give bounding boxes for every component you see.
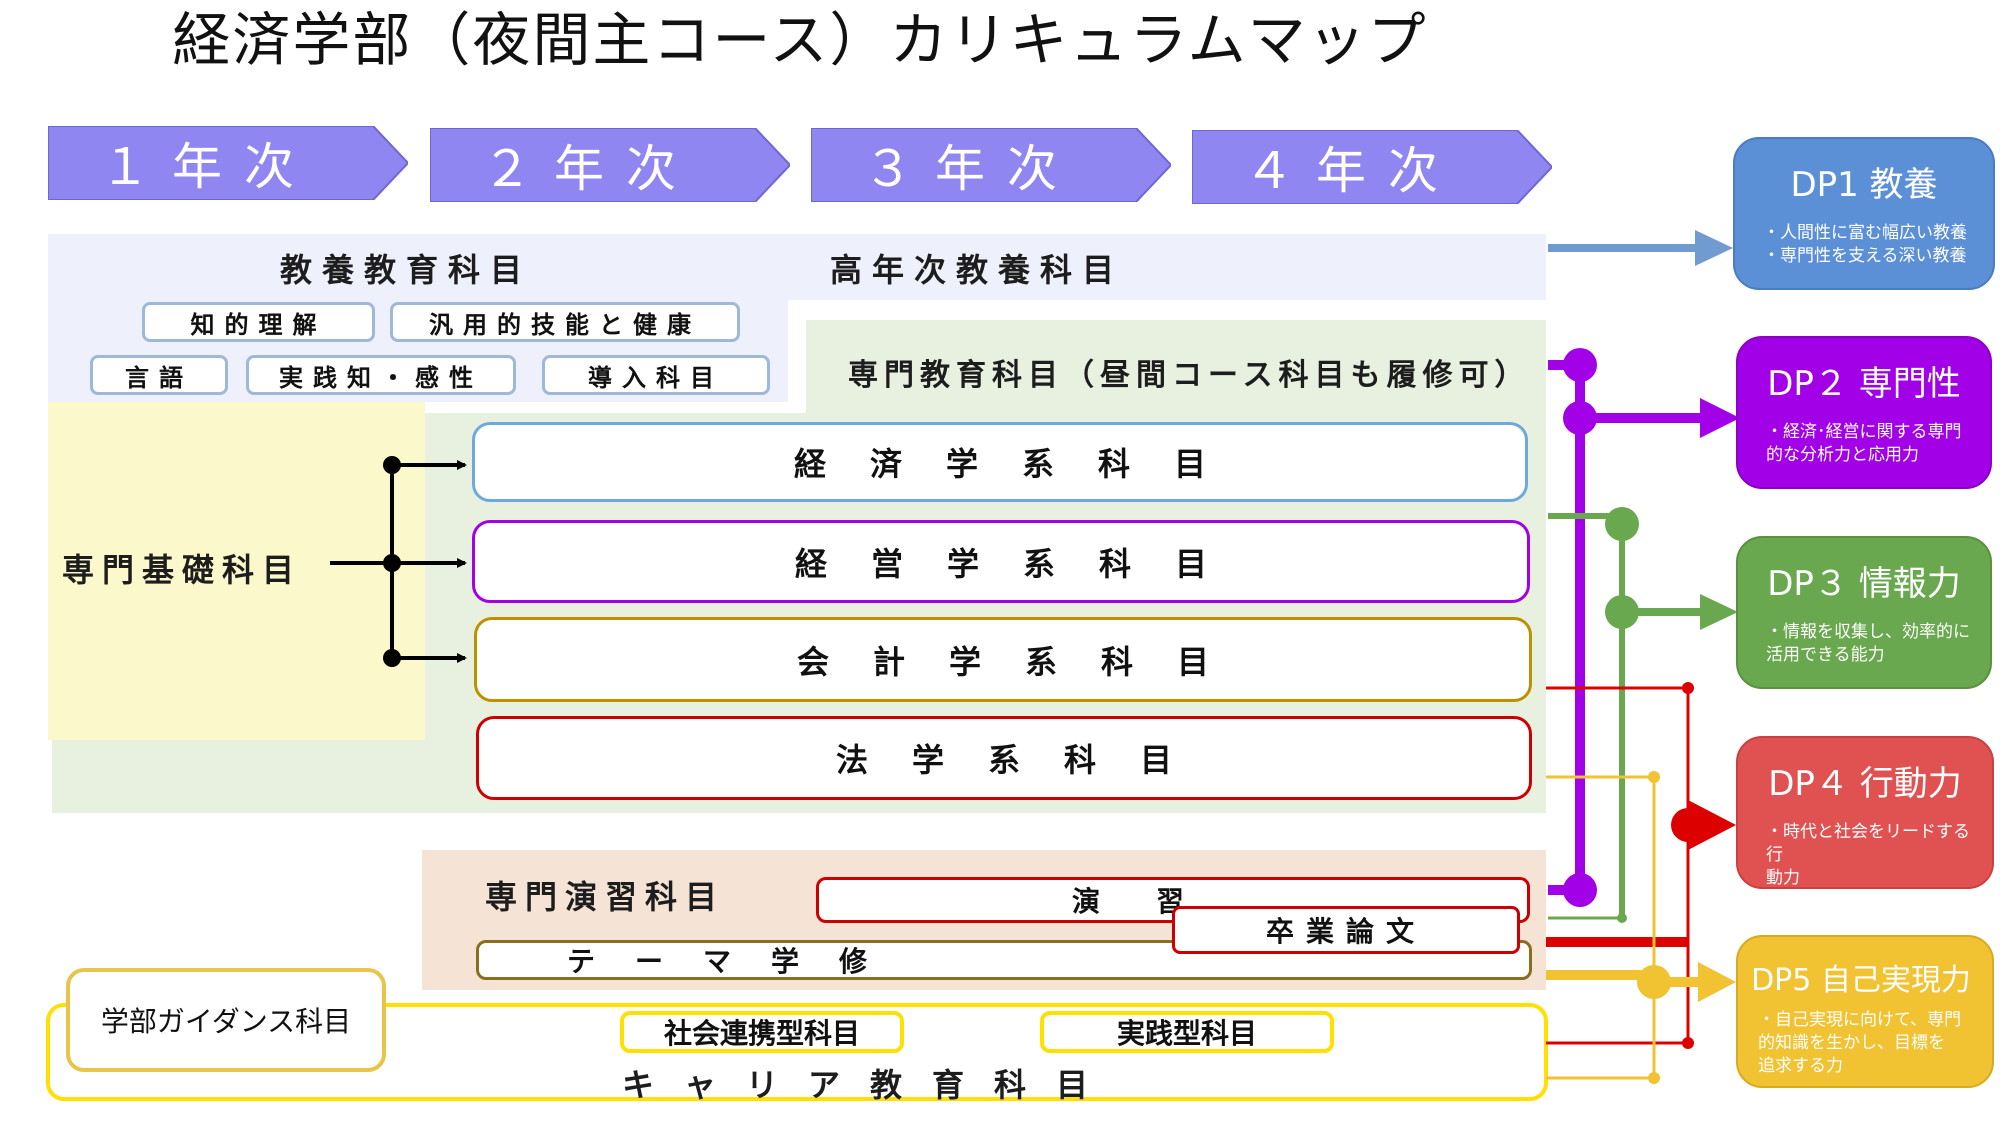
year-label: ４年次 xyxy=(1244,142,1460,200)
subject-law: 法学系科目 xyxy=(476,716,1532,800)
dp1-desc: ・人間性に富む幅広い教養 ・専門性を支える深い教養 xyxy=(1763,223,1967,266)
liberal-item-skills-health: 汎用的技能と健康 xyxy=(390,302,740,342)
liberal-item-language: 言語 xyxy=(90,355,228,395)
dp1-box: DP1 教養 ・人間性に富む幅広い教養 ・専門性を支える深い教養 xyxy=(1733,137,1995,290)
chevron-arrow-icon xyxy=(1192,130,1552,204)
dp3-box: DP３ 情報力 ・情報を収集し、効率的に 活用できる能力 xyxy=(1736,536,1992,689)
chevron-arrow-icon xyxy=(430,128,790,202)
specialized-heading: 専門教育科目（昼間コース科目も履修可） xyxy=(848,358,1531,393)
specialized-region-bottom xyxy=(52,740,425,813)
year-label: ２年次 xyxy=(482,140,698,198)
dp1-title: DP1 教養 xyxy=(1790,165,1938,205)
guidance-box: 学部ガイダンス科目 xyxy=(66,968,386,1072)
practice-box: 実践型科目 xyxy=(1040,1011,1334,1053)
foundation-label: 専門基礎科目 xyxy=(62,551,303,589)
theme-study: テ ー マ 学 修 xyxy=(476,940,1532,980)
chevron-arrow-icon xyxy=(811,128,1171,202)
dp4-desc: ・時代と社会をリードする行 動力 xyxy=(1766,822,1970,888)
year-arrow-4: ４年次 xyxy=(1192,130,1552,204)
dp3-title: DP３ 情報力 xyxy=(1767,564,1961,604)
liberal-item-intellectual: 知的理解 xyxy=(142,302,375,342)
dp5-title: DP5 自己実現力 xyxy=(1751,963,1971,998)
dp3-desc: ・情報を収集し、効率的に 活用できる能力 xyxy=(1766,622,1970,665)
year-arrow-1: １年次 xyxy=(48,126,408,200)
subject-accounting: 会計学系科目 xyxy=(474,617,1532,702)
dp2-title: DP２ 専門性 xyxy=(1767,364,1961,404)
foundation-arrow-shape xyxy=(350,404,420,734)
subject-economics: 経済学系科目 xyxy=(472,422,1528,502)
liberal-item-practical: 実践知・感性 xyxy=(246,355,516,395)
dp4-title: DP４ 行動力 xyxy=(1768,764,1962,804)
graduation-thesis: 卒業論文 xyxy=(1172,906,1520,954)
dp5-desc: ・自己実現に向けて、専門 的知識を生かし、目標を 追求する力 xyxy=(1758,1010,1962,1076)
seminar-heading: 専門演習科目 xyxy=(485,878,726,916)
dp2-desc: ・経済･経営に関する専門 的な分析力と応用力 xyxy=(1766,422,1962,465)
year-arrow-3: ３年次 xyxy=(811,128,1171,202)
subject-management: 経営学系科目 xyxy=(472,520,1530,603)
page-title: 経済学部（夜間主コース）カリキュラムマップ xyxy=(172,6,1428,74)
career-heading: キャリア教育科目 xyxy=(622,1066,1119,1104)
dp5-box: DP5 自己実現力 ・自己実現に向けて、専門 的知識を生かし、目標を 追求する力 xyxy=(1736,935,1994,1088)
year-label: １年次 xyxy=(100,138,316,196)
year-label: ３年次 xyxy=(863,140,1079,198)
chevron-arrow-icon xyxy=(48,126,408,200)
specialized-region xyxy=(806,320,1546,413)
social-collab-box: 社会連携型科目 xyxy=(620,1011,904,1053)
year-arrow-2: ２年次 xyxy=(430,128,790,202)
liberal-region xyxy=(48,234,1546,300)
dp4-box: DP４ 行動力 ・時代と社会をリードする行 動力 xyxy=(1736,736,1994,889)
upper-liberal-heading: 高年次教養科目 xyxy=(830,251,1125,289)
dp2-box: DP２ 専門性 ・経済･経営に関する専門 的な分析力と応用力 xyxy=(1736,336,1992,489)
liberal-heading: 教養教育科目 xyxy=(280,251,533,289)
liberal-item-intro: 導入科目 xyxy=(542,355,770,395)
